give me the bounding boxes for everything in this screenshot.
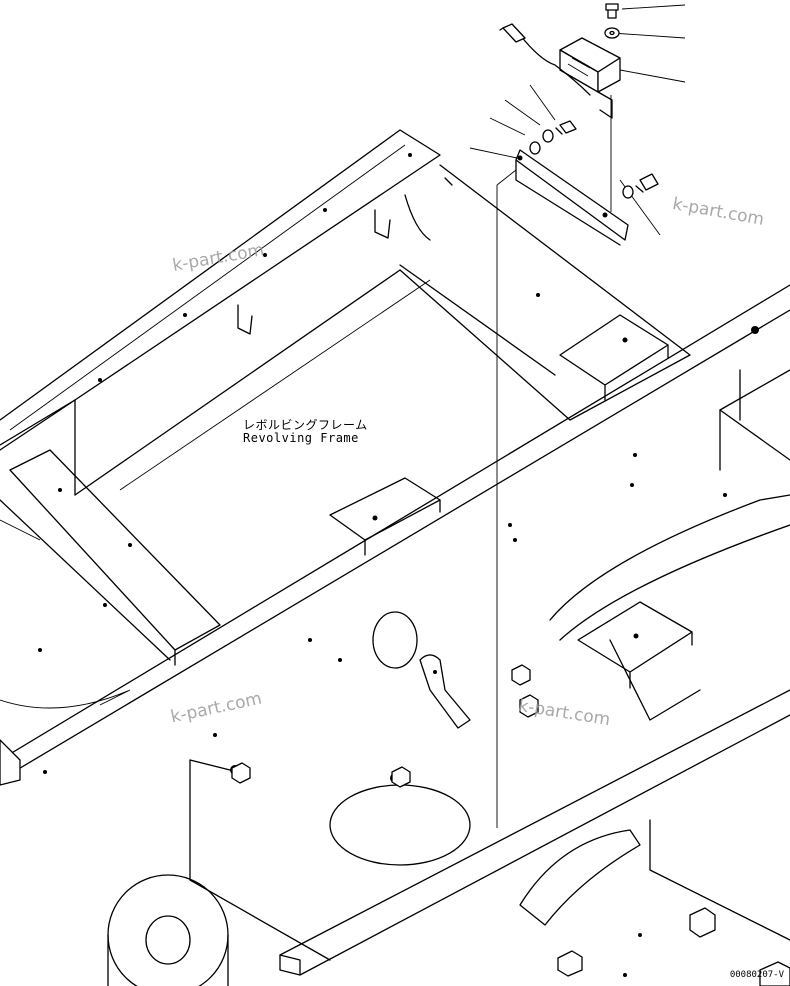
nut-mid: [529, 141, 541, 155]
relay-assembly: [499, 23, 621, 119]
drawing-code: 00080207-V: [729, 970, 784, 980]
clamp-bracket: [419, 654, 471, 729]
figure-label-ja: レボルビングフレーム: [243, 418, 368, 432]
left-upper-rail: [0, 129, 441, 496]
pad-mounts: [329, 314, 693, 689]
right-side-frame: [549, 369, 790, 721]
washer-mid: [542, 129, 554, 143]
mounting-bracket: [515, 149, 629, 246]
pivot-boss: [107, 874, 229, 986]
lower-right-section: [519, 819, 790, 986]
beam-opening: [329, 611, 471, 866]
bolt-mid: [555, 120, 577, 135]
bolt-top: [605, 3, 619, 19]
bolt-right: [635, 173, 659, 193]
hanging-brackets: [237, 194, 431, 335]
washer-top: [604, 27, 620, 39]
frame-nuts: [231, 664, 539, 788]
floor-plate: [74, 164, 691, 496]
washer-right: [622, 185, 634, 199]
figure-label-en: Revolving Frame: [243, 431, 359, 445]
main-diagonal-beam: [0, 284, 790, 786]
left-cross-member: [0, 449, 221, 666]
